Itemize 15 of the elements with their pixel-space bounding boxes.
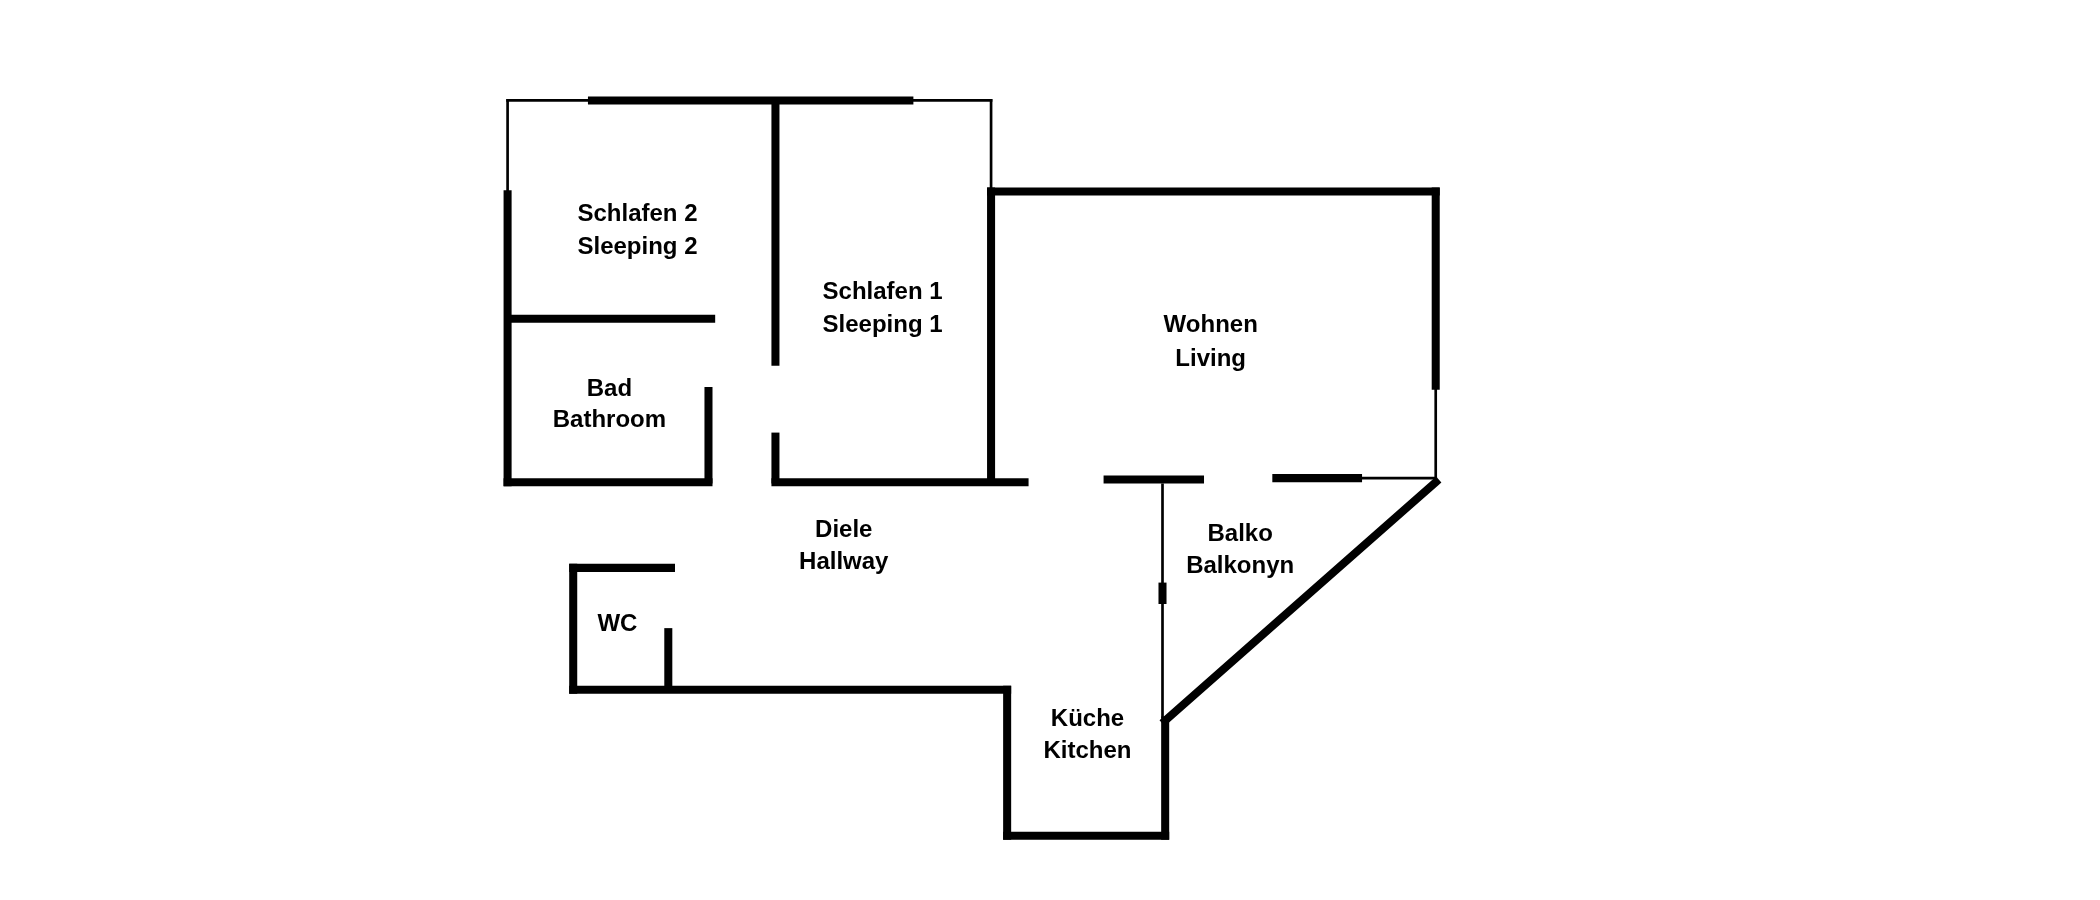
room-label: Diele: [815, 517, 873, 541]
room-label: Balkonyn: [1186, 553, 1295, 578]
room-label: Kitchen: [1043, 738, 1132, 762]
room-label: Hallway: [799, 549, 889, 574]
room-label: WC: [597, 610, 638, 635]
room-label: Balko: [1207, 521, 1273, 546]
room-label: Schlafen 1: [822, 278, 943, 303]
room-label: Schlafen 2: [577, 200, 698, 225]
room-label: Bathroom: [552, 407, 667, 432]
room-label: Living: [1175, 345, 1247, 370]
room-label: Sleeping 1: [822, 312, 943, 337]
room-label: Sleeping 2: [577, 234, 698, 259]
room-label: Küche: [1050, 705, 1125, 730]
room-label: Bad: [586, 376, 633, 401]
room-label: Wohnen: [1163, 312, 1258, 337]
